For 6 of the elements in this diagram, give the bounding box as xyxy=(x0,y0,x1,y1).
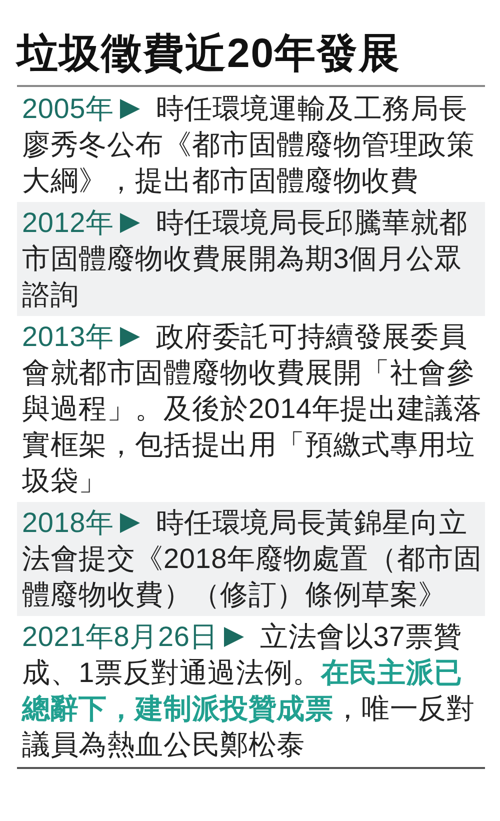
entry-text: 2018年 時任環境局長黃錦星向立法會提交《2018年廢物處置（都市固體廢物收費）（修訂）條例草案》 xyxy=(22,506,483,612)
entry-text: 2021年8月26日 立法會以37票贊成、1票反對通過法例。在民主派已總辭下，建制派投贊成票，唯一反對議員為熱血公民鄭松泰 xyxy=(22,620,476,762)
title: 垃圾徵費近20年發展 xyxy=(17,29,402,78)
entry-text: 2013年 政府委託可持續發展委員會就都市固體廢物收費展開「社會參與過程」。及後於2014年提出建議落實框架，包括提出用「預繳式專用垃圾袋」 xyxy=(22,320,483,498)
entry-text: 2012年 時任環境局長邱騰華就都市固體廢物收費展開為期3個月公眾諮詢 xyxy=(22,206,468,312)
entry-text: 2005年 時任環境運輸及工務局長廖秀冬公布《都市固體廢物管理政策大綱》，提出都市固體廢物收費 xyxy=(22,92,476,198)
